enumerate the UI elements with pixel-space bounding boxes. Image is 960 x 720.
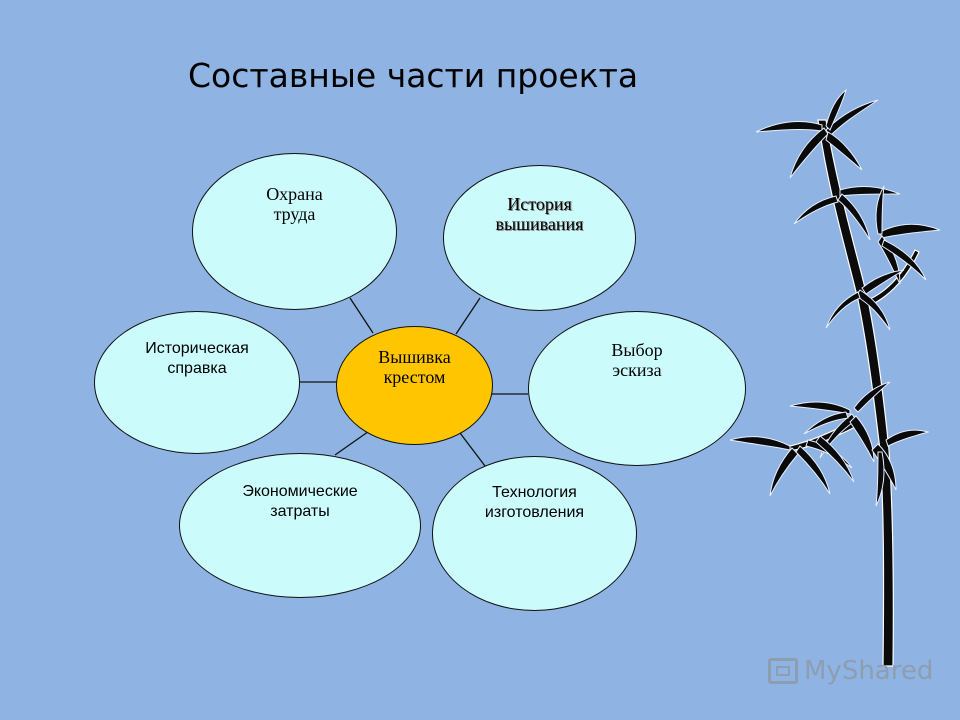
- node-center-line1: Вышивка: [378, 347, 451, 367]
- page-title: Составные части проекта: [188, 56, 639, 95]
- node-sketch-line1: Выбор: [611, 340, 663, 360]
- connector-technology: [456, 428, 486, 467]
- node-safety-line2: труда: [273, 204, 316, 224]
- watermark: MyShared: [768, 656, 933, 686]
- node-history-embroidery: История вышивания: [443, 165, 636, 311]
- node-technology: Технология изготовления: [432, 456, 637, 611]
- node-historical-line2: справка: [167, 360, 227, 377]
- node-center-line2: крестом: [383, 367, 446, 387]
- watermark-text: MyShared: [804, 656, 934, 686]
- connector-economic: [334, 428, 373, 456]
- node-technology-line1: Технология: [492, 484, 577, 501]
- node-economic: Экономические затраты: [179, 453, 421, 598]
- connector-safety: [349, 297, 374, 334]
- node-historical: Историческая справка: [94, 311, 300, 454]
- connector-history-embroidery: [455, 297, 481, 335]
- node-safety-line1: Охрана: [266, 184, 323, 204]
- node-economic-line1: Экономические: [242, 483, 358, 500]
- node-technology-line2: изготовления: [484, 504, 585, 521]
- presentation-board-icon: [768, 658, 798, 684]
- node-sketch: Выбор эскиза: [528, 311, 746, 466]
- node-history-embroidery-line2: вышивания: [495, 214, 584, 234]
- node-historical-line1: Историческая: [145, 340, 249, 357]
- node-center: Вышивка крестом: [336, 326, 493, 445]
- node-safety: Охрана труда: [192, 153, 397, 310]
- node-economic-line2: затраты: [270, 503, 330, 520]
- node-history-embroidery-line1: История: [507, 194, 572, 214]
- node-sketch-line2: эскиза: [612, 360, 662, 380]
